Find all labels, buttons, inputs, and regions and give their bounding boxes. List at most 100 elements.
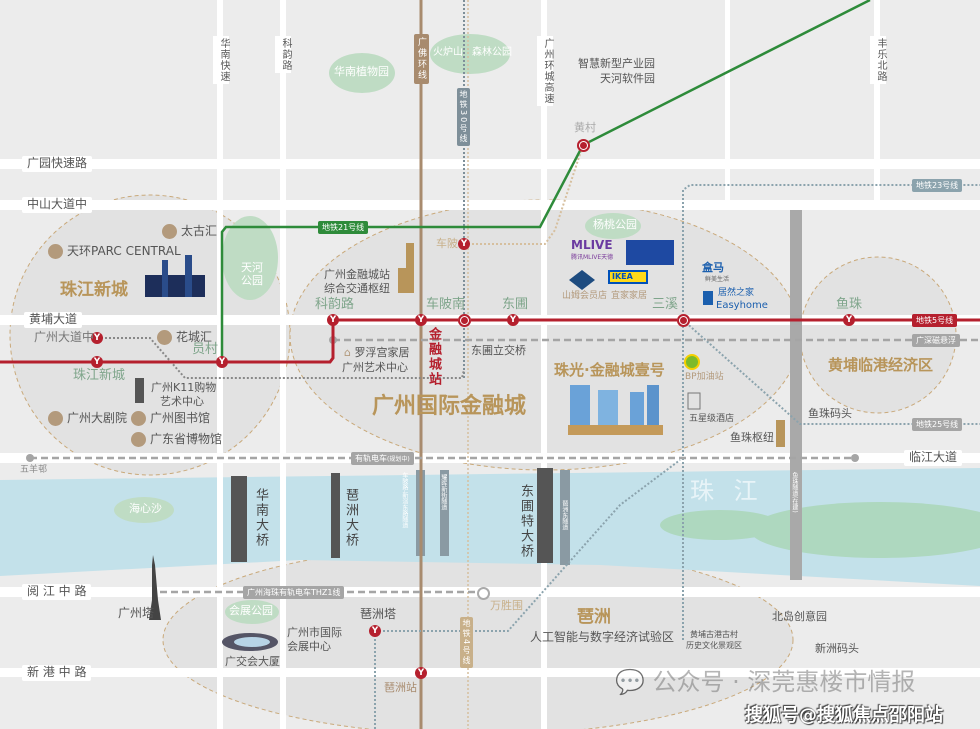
shopping-bag-icon — [157, 330, 172, 345]
metro5-tag: 地铁5号线 — [912, 314, 958, 327]
metro-station-marker[interactable]: Y — [369, 625, 381, 637]
metro-station-marker[interactable]: Y — [327, 314, 339, 326]
park-tianhe: 天河公园 — [241, 261, 263, 287]
easyhome-cn: 居然之家 — [718, 288, 755, 298]
park-huanan-botanical: 华南植物园 — [334, 65, 389, 78]
metro-station-marker[interactable]: Y — [91, 356, 103, 368]
mlive-sub: 腾讯MLIVE天德 — [571, 254, 614, 261]
canton-fair-roof — [234, 637, 270, 647]
apm-line — [97, 337, 465, 379]
road-label-linjiang: 临江大道 — [904, 450, 963, 466]
poi-expo-2: 会展中心 — [287, 640, 331, 653]
station-label-wuyangcun: 五羊邨 — [20, 465, 48, 475]
station-label-zhujiang: 珠江新城 — [73, 368, 126, 383]
poi-bp: BP加油站 — [685, 372, 724, 382]
poi-luofu-2: 广州艺术中心 — [342, 361, 408, 374]
guangfo-line-tag: 广佛环线 — [414, 34, 429, 84]
freshippo-sub: 鲜美生活 — [705, 276, 730, 283]
road-label-zhongshan: 中山大道中 — [22, 197, 93, 213]
metro30-tag: 地铁30号线 — [457, 88, 470, 147]
zone-label-huangpu: 黄埔临港经济区 — [828, 356, 934, 374]
thz1-tag: 广州海珠有轨电车THZ1线 — [243, 586, 345, 599]
metro-station-marker[interactable]: Y — [507, 314, 519, 326]
road-label-fengle: 丰乐北路 — [870, 36, 886, 84]
park-haixinsha: 海心沙 — [129, 502, 162, 515]
wechat-icon: 💬 — [615, 668, 645, 696]
poi-guzhen-1: 黄埔古港古村 — [690, 630, 738, 639]
road-label-xingang: 新 港 中 路 — [22, 665, 92, 681]
metro-station-marker[interactable]: Y — [415, 667, 427, 679]
metro-station-marker[interactable]: Y — [216, 356, 228, 368]
hub-tower-icon — [398, 243, 414, 293]
park-shape — [329, 53, 395, 93]
poi-hub-1: 广州金融城站 — [324, 268, 390, 281]
station-label-jinrongcheng: 金融城站 — [425, 327, 441, 387]
zhujiang-skyline-image — [145, 255, 205, 297]
shopping-bag-icon — [48, 244, 63, 259]
zone-label-zhujiang: 珠江新城 — [60, 280, 128, 300]
park-forest: 森林公园 — [472, 47, 512, 58]
poi-library: 广州图书馆 — [131, 411, 210, 426]
poi-taiguhui-label: 太古汇 — [181, 224, 218, 238]
tram-terminal — [26, 454, 34, 462]
wechat-watermark-text: 公众号 · 深莞惠楼市情报 — [652, 668, 916, 696]
park-shape — [585, 213, 641, 239]
metro-station-marker[interactable]: Y — [91, 332, 103, 344]
zone-sub-pazhou: 人工智能与数字经济试验区 — [530, 630, 675, 644]
station-label-guangzhou-dadao: 广州大道中 — [34, 330, 95, 344]
park-shape — [114, 497, 174, 523]
metro23-tag: 地铁23号线 — [912, 179, 963, 192]
metro-station-marker[interactable] — [676, 313, 690, 327]
poi-canton-fair: 广交会大厦 — [225, 655, 280, 668]
station-label-keyunlu: 科韵路 — [315, 297, 355, 312]
poi-museum-label: 广东省博物馆 — [150, 432, 223, 446]
poi-software-park-1: 智慧新型产业园 — [578, 57, 655, 70]
k11-icon — [135, 378, 144, 403]
metro-station-marker[interactable]: Y — [415, 314, 427, 326]
huanan-bridge-label: 华南大桥 — [252, 488, 268, 548]
easyhome-logo: Easyhome — [716, 300, 768, 311]
station-label-chebeinan: 车陂南 — [426, 297, 466, 312]
road-label-guangyuan: 广园快速路 — [22, 156, 93, 172]
poi-sams: 山姆会员店 — [562, 291, 608, 301]
metro21-line — [220, 0, 871, 362]
canton-tower-icon — [149, 555, 161, 620]
maglev-tag: 广深磁悬浮 — [912, 334, 960, 347]
tram-label: 有轨电车 — [355, 454, 387, 463]
library-icon — [131, 411, 146, 426]
hotel-icon — [687, 392, 701, 410]
ikea-logo-inner — [610, 272, 646, 282]
metro-station-marker[interactable]: Y — [843, 314, 855, 326]
poi-k11-1: 广州K11购物 — [151, 381, 217, 394]
metro-station-marker[interactable]: Y — [458, 238, 470, 250]
station-label-yuancun: 员村 — [192, 342, 219, 357]
poi-huachenghui-label: 花城汇 — [176, 330, 213, 344]
island — [750, 502, 980, 558]
pazhou-bridge — [331, 473, 340, 558]
metro23-line — [682, 184, 980, 640]
poi-guzhen-2: 历史文化景观区 — [686, 641, 742, 650]
station-label-huangcun: 黄村 — [574, 121, 596, 134]
road-label-ring-expressway: 广州环城高速 — [537, 36, 553, 106]
metro-station-marker[interactable] — [576, 138, 590, 152]
shopping-bag-icon — [162, 224, 177, 239]
poi-parc-central-label: 天环PARC CENTRAL — [67, 244, 181, 258]
wechat-watermark: 💬 公众号 · 深莞惠楼市情报 — [615, 670, 915, 694]
poi-k11-2: 艺术中心 — [160, 395, 204, 408]
metro21-tag: 地铁21号线 — [318, 221, 369, 234]
road-label-yuejiang: 阅 江 中 路 — [22, 584, 92, 600]
park-shape — [222, 216, 278, 300]
metro-station-marker[interactable] — [457, 313, 471, 327]
bp-logo-icon — [684, 354, 700, 370]
poi-dongpu-bridge: 东圃立交桥 — [471, 344, 526, 357]
road-label-huanan-expressway: 华南快速 — [213, 36, 229, 84]
poi-opera: 广州大剧院 — [48, 411, 127, 426]
park-shape — [430, 34, 510, 74]
road-label-huangpu: 黄埔大道 — [24, 312, 83, 328]
metro-diagonal-line — [375, 459, 681, 632]
park-huolushan: 火炉山 — [433, 47, 463, 58]
metro4-tag: 地铁4号线 — [460, 617, 473, 669]
poi-luofu-1: ⌂ 罗浮宫家居 — [344, 346, 409, 360]
poi-hub-2: 综合交通枢纽 — [324, 282, 390, 295]
metro-station-marker[interactable] — [476, 586, 490, 600]
